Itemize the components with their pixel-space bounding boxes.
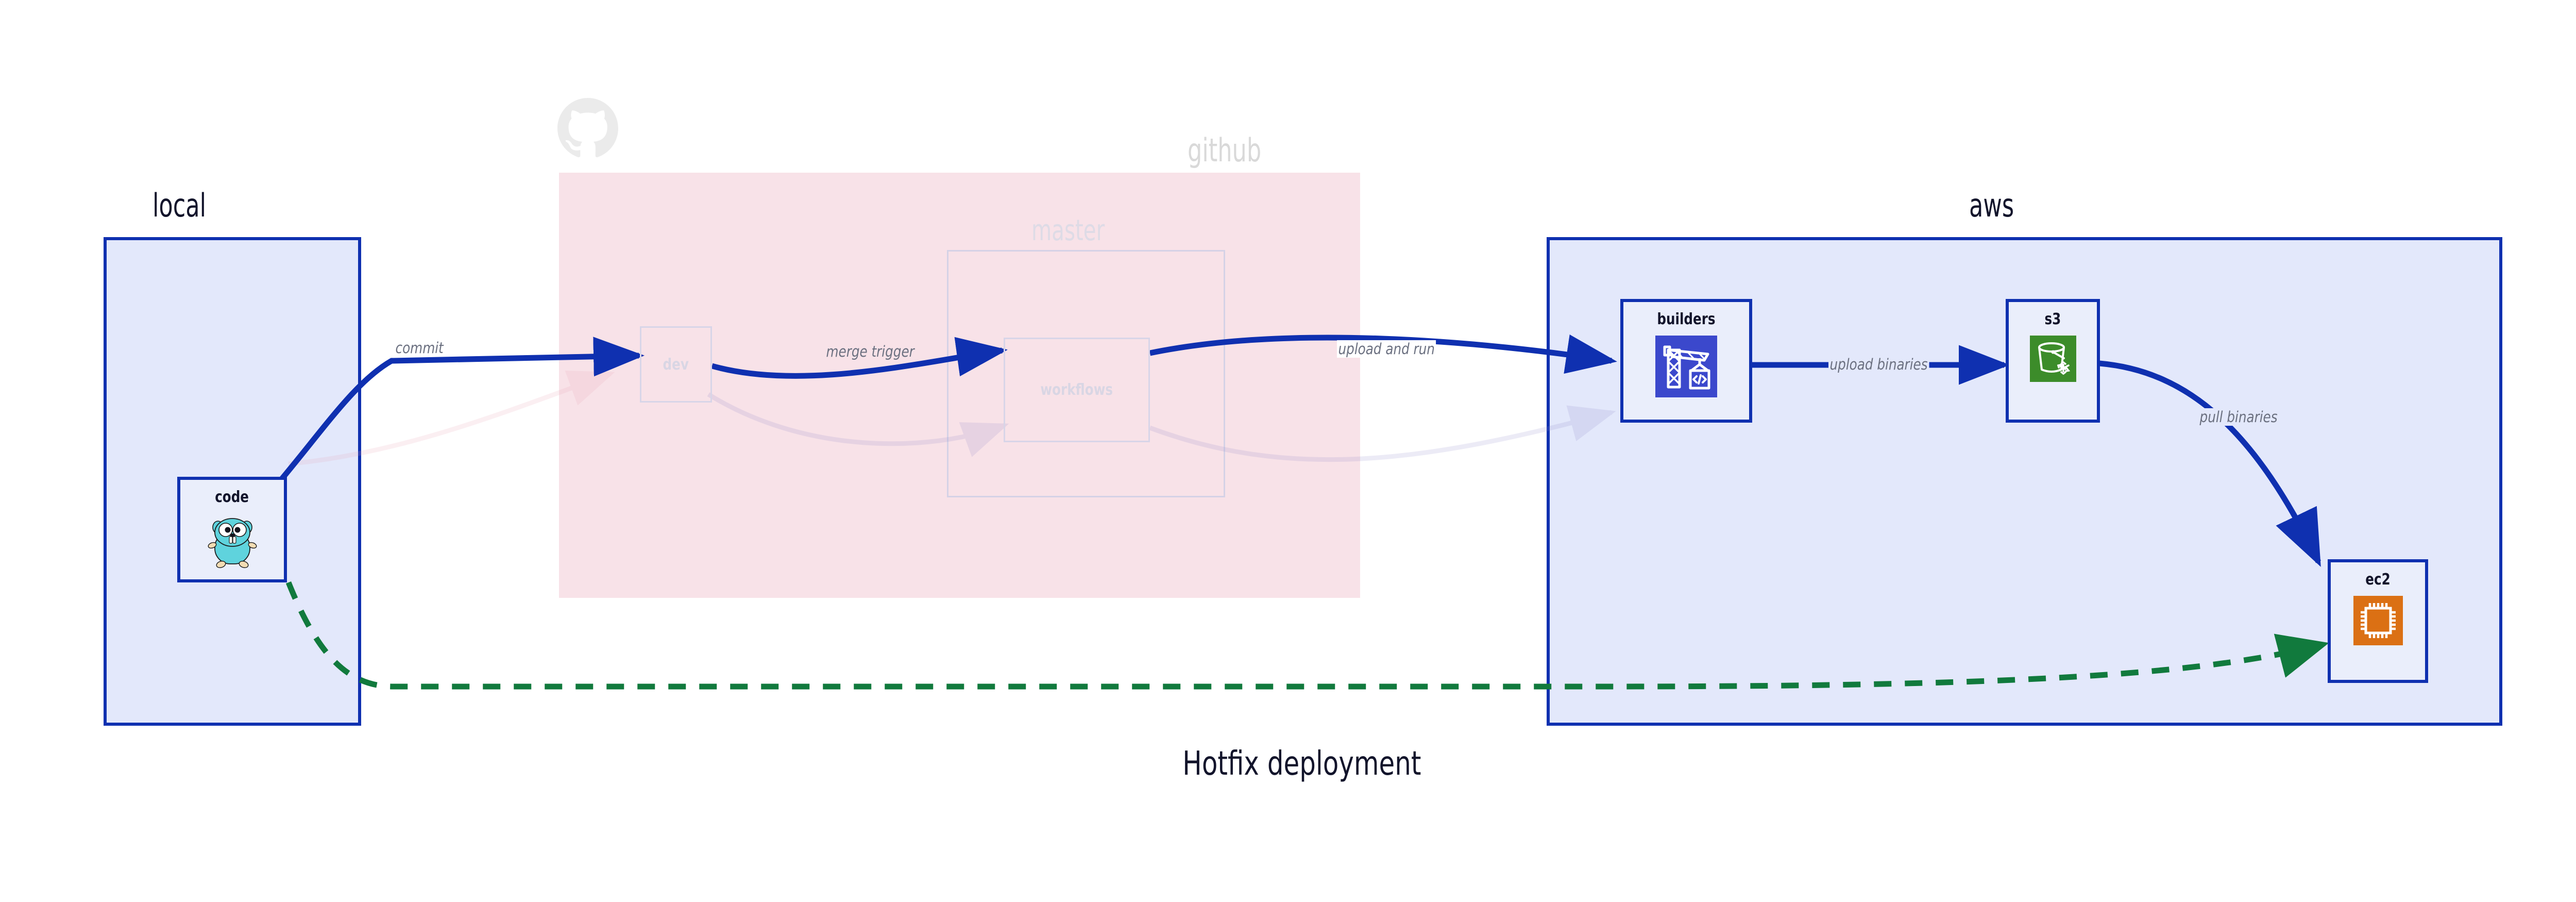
- node-workflows-label: workflows: [1040, 381, 1113, 399]
- aws-s3-bucket-icon: [2029, 336, 2076, 382]
- node-dev-label: dev: [663, 355, 689, 374]
- node-ec2-label: ec2: [2365, 571, 2391, 589]
- edge-label-upload-and-run: upload and run: [1337, 340, 1436, 358]
- group-master: [947, 250, 1225, 497]
- group-label-master: master: [1031, 214, 1105, 247]
- group-label-local: local: [152, 187, 207, 224]
- group-github: [559, 173, 1360, 598]
- node-builders-label: builders: [1657, 310, 1716, 328]
- node-builders[interactable]: builders: [1620, 299, 1752, 423]
- edge-label-commit: commit: [394, 339, 445, 357]
- node-dev[interactable]: dev: [640, 326, 712, 403]
- aws-codebuild-icon: [1655, 336, 1717, 397]
- edge-label-merge-trigger: merge trigger: [825, 343, 916, 360]
- group-label-aws: aws: [1969, 187, 2014, 224]
- edge-label-upload-binaries: upload binaries: [1828, 356, 1929, 373]
- edge-label-pull-binaries: pull binaries: [2198, 408, 2279, 426]
- node-workflows[interactable]: workflows: [1004, 338, 1150, 442]
- diagram-title-text: Hotfix deployment: [1182, 745, 1421, 783]
- go-gopher-icon: [204, 513, 261, 569]
- node-ec2[interactable]: ec2: [2328, 559, 2428, 683]
- node-s3[interactable]: s3: [2006, 299, 2100, 423]
- node-code[interactable]: code: [177, 477, 287, 582]
- aws-ec2-chip-icon: [2353, 596, 2403, 645]
- node-s3-label: s3: [2044, 310, 2061, 328]
- group-label-github: github: [1188, 131, 1262, 169]
- node-code-label: code: [215, 488, 249, 506]
- diagram-title: Hotfix deployment: [0, 745, 2576, 783]
- github-octocat-icon: [557, 98, 618, 159]
